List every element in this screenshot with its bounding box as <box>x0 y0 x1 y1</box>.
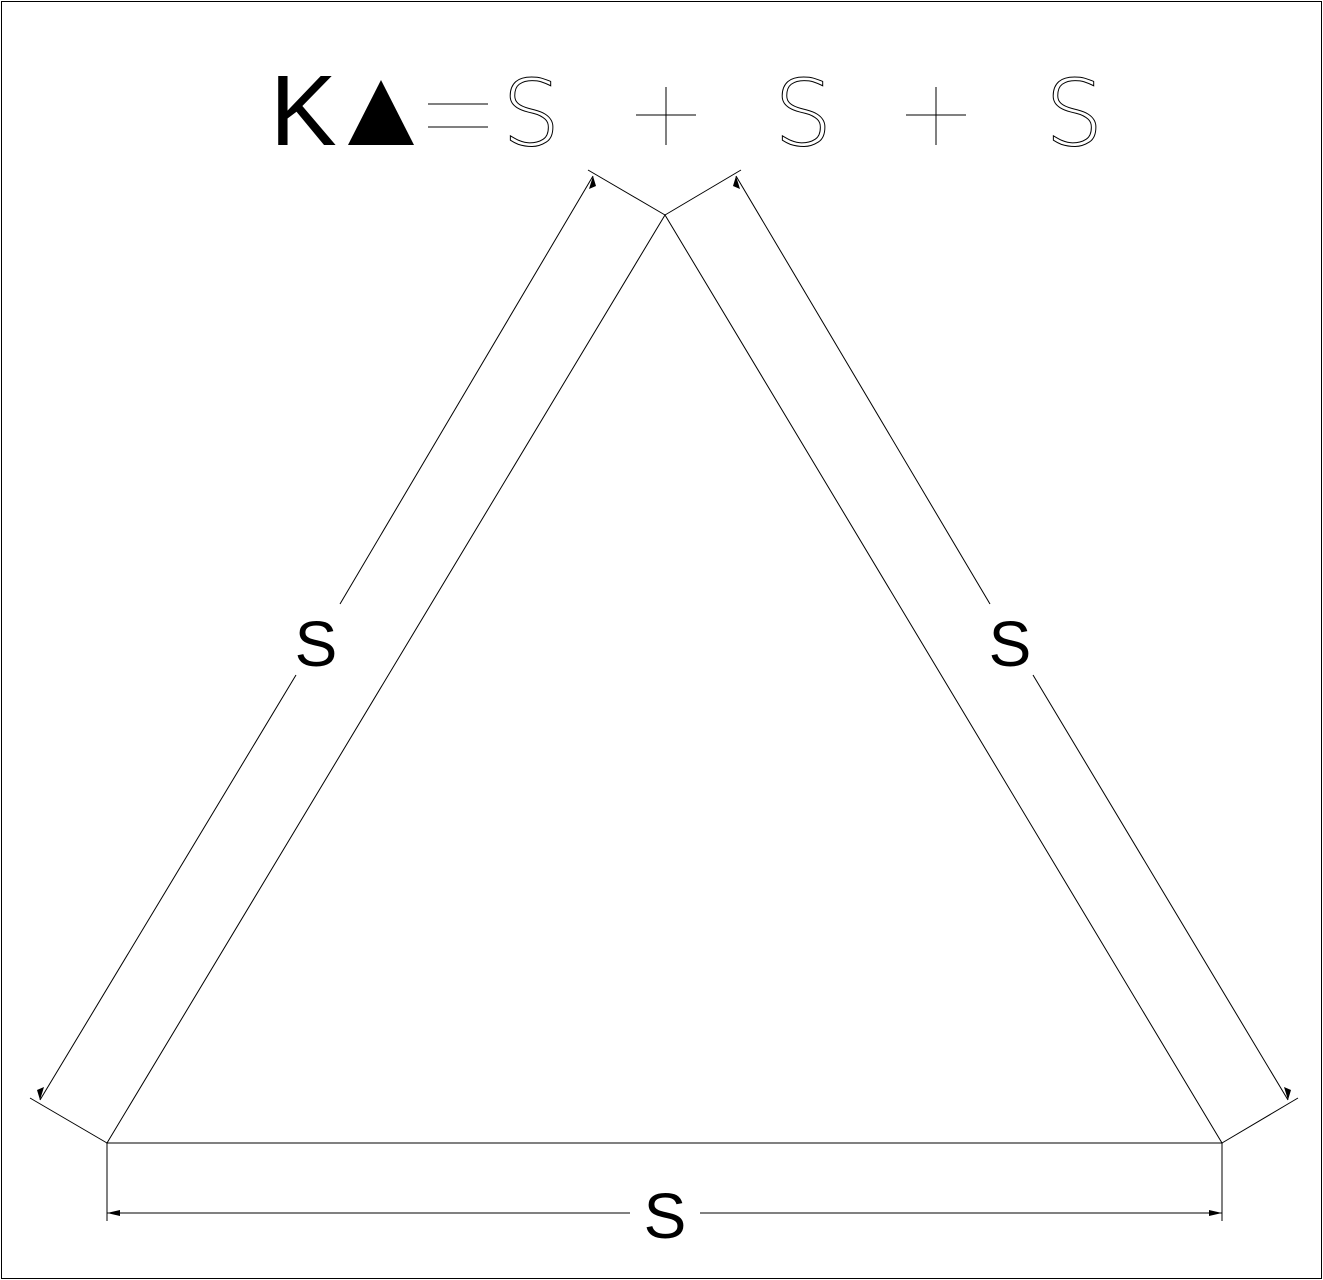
formula-plus-1 <box>636 87 696 145</box>
right-side-dimension: S <box>664 169 1299 1144</box>
formula-plus-2 <box>906 87 966 145</box>
formula-term-1: S <box>502 60 560 167</box>
perimeter-formula: K S S S <box>270 55 1104 168</box>
left-side-label: S <box>295 608 338 680</box>
bottom-side-dimension: S <box>106 1143 1223 1252</box>
formula-equals <box>428 103 488 128</box>
right-side-label: S <box>989 608 1032 680</box>
triangle-symbol-icon <box>348 80 414 145</box>
left-side-dimension: S <box>29 169 666 1144</box>
equilateral-triangle <box>106 214 1223 1144</box>
formula-perimeter-letter: K <box>270 55 337 167</box>
formula-term-2: S <box>774 60 832 167</box>
formula-term-3: S <box>1045 60 1103 167</box>
bottom-side-label: S <box>644 1180 687 1252</box>
